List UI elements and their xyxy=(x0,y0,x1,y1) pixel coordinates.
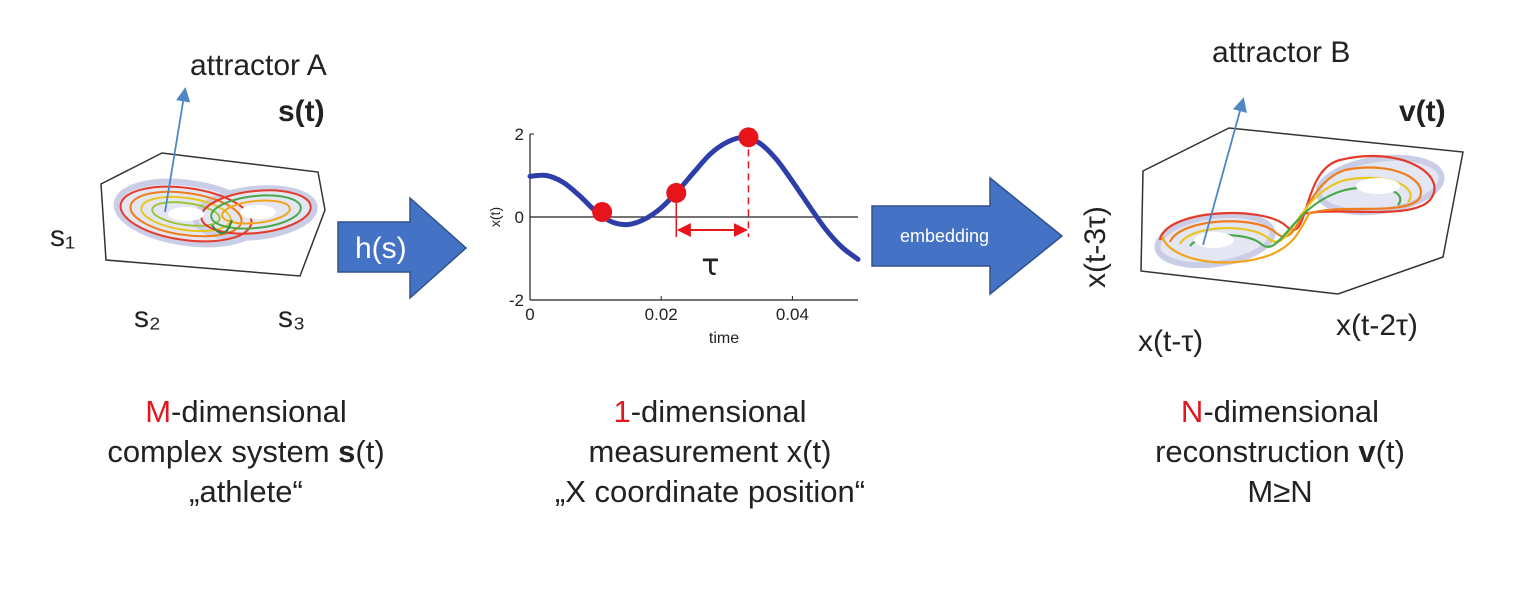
attractor-a-label: attractor A xyxy=(190,49,327,82)
caption-left-line1: M-dimensional xyxy=(36,392,456,432)
x-axis-label: time xyxy=(709,330,739,347)
y-axis-label: x(t) xyxy=(487,207,503,227)
attractor-a-panel xyxy=(100,87,326,277)
state-s-label: s(t) xyxy=(278,95,325,128)
attractor-b-box xyxy=(1140,127,1464,295)
caption-left-line1-text: -dimensional xyxy=(171,394,347,429)
caption-right-bold-v: v xyxy=(1358,434,1376,469)
caption-middle: 1-dimensional measurement x(t) „X coordi… xyxy=(500,392,920,512)
caption-middle-line1: 1-dimensional xyxy=(500,392,920,432)
caption-right-line2-text: reconstruction xyxy=(1155,434,1359,469)
right-arrow-icon xyxy=(871,176,1064,296)
caption-middle-line3: „X coordinate position“ xyxy=(554,474,866,509)
x-tick-label: 0.02 xyxy=(645,305,678,324)
dimension-n: N xyxy=(1180,394,1204,429)
y-tick-label: 0 xyxy=(515,208,524,227)
caption-right-line3: M≥N xyxy=(1247,474,1313,509)
tau-label: τ xyxy=(701,248,719,283)
caption-right: N-dimensional reconstruction v(t) M≥N xyxy=(1070,392,1490,512)
sample-marker xyxy=(592,202,613,223)
x-tick-label: 0.04 xyxy=(776,305,809,324)
sample-marker xyxy=(738,127,759,148)
axis-x-t-tau-label: x(t-τ) xyxy=(1138,325,1203,358)
attractor-b-pointer xyxy=(1202,97,1247,246)
caption-left-line2-text: complex system xyxy=(107,434,339,469)
embedding-arrow: embedding xyxy=(871,176,1064,296)
axis-s1-label: s₁ xyxy=(50,220,75,253)
caption-middle-line1-text: -dimensional xyxy=(630,394,807,429)
dimension-m: M xyxy=(145,394,172,429)
attractor-b-curve xyxy=(1154,154,1445,269)
caption-left-line2-suffix: (t) xyxy=(355,434,385,469)
right-arrow-icon xyxy=(337,196,468,300)
caption-right-line2: reconstruction v(t) xyxy=(1070,432,1490,472)
axis-s3-label: s₃ xyxy=(278,301,305,334)
caption-middle-line2: measurement x(t) xyxy=(588,434,832,469)
caption-left-line3: „athlete“ xyxy=(189,474,303,509)
y-tick-label: -2 xyxy=(509,291,524,310)
caption-right-line1: N-dimensional xyxy=(1070,392,1490,432)
axis-s2-label: s₂ xyxy=(134,301,161,334)
caption-left: M-dimensional complex system s(t) „athle… xyxy=(36,392,456,512)
caption-left-bold-s: s xyxy=(338,434,356,469)
caption-left-line2: complex system s(t) xyxy=(36,432,456,472)
attractor-a-pointer xyxy=(164,87,191,213)
attractor-b-panel xyxy=(1140,97,1464,295)
state-v-label: v(t) xyxy=(1399,95,1446,128)
h-of-s-arrow: h(s) xyxy=(337,196,468,300)
x-tick-label: 0 xyxy=(525,305,534,324)
caption-right-line2-suffix: (t) xyxy=(1375,434,1405,469)
caption-right-line1-text: -dimensional xyxy=(1203,394,1380,429)
attractor-a-curve xyxy=(113,178,318,248)
y-tick-label: 2 xyxy=(515,125,524,144)
embedding-label: embedding xyxy=(900,226,989,246)
h-of-s-label: h(s) xyxy=(355,232,407,265)
axis-x-t-3tau-label: x(t-3τ) xyxy=(1079,206,1112,288)
attractor-b-label: attractor B xyxy=(1212,36,1350,69)
axis-x-t-2tau-label: x(t-2τ) xyxy=(1336,309,1418,342)
dimension-1: 1 xyxy=(613,394,631,429)
sample-marker xyxy=(666,182,687,203)
signal-line xyxy=(527,134,861,262)
